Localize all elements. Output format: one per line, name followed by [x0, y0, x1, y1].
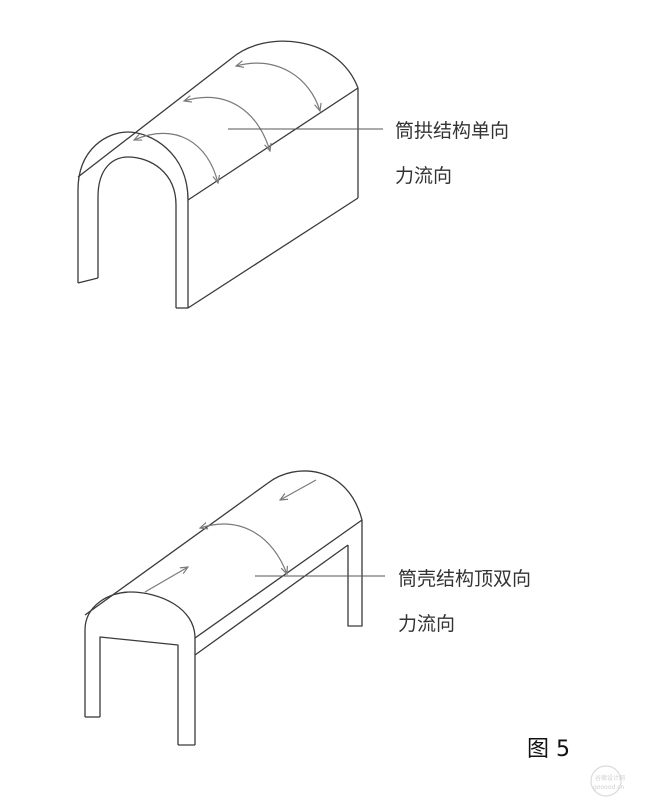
- vault-side-wall-bottom-edge: [187, 197, 359, 309]
- vault-label-line-2: 力流向: [395, 165, 452, 187]
- watermark-subtext: gooood.cn: [593, 784, 625, 791]
- barrel-shell-diagram: [84, 470, 363, 746]
- shell-label-line-2: 力流向: [398, 613, 455, 635]
- vault-force-arrow-2: [184, 97, 270, 151]
- shell-front-outer-outline: [84, 591, 196, 745]
- vault-front-inner-outline: [97, 156, 177, 308]
- barrel-vault-diagram: [77, 40, 359, 309]
- shell-label-line-1: 筒壳结构顶双向: [398, 568, 531, 590]
- shell-right-eave-lower: [194, 544, 349, 656]
- vault-label-line-1: 筒拱结构单向: [395, 120, 509, 142]
- shell-back-leg: [347, 520, 363, 627]
- vault-left-leg-bottom: [77, 277, 99, 284]
- vault-front-outer-outline: [77, 131, 189, 308]
- shell-back-arch: [267, 470, 363, 521]
- watermark-logo: 谷德设计网 gooood.cn: [590, 765, 625, 797]
- watermark-circle-icon: [590, 765, 622, 797]
- shell-left-eave: [84, 482, 269, 616]
- vault-force-arrow-3: [236, 63, 320, 111]
- vault-left-eave: [77, 57, 233, 178]
- shell-force-arrows: [144, 479, 317, 593]
- shell-right-eave: [194, 519, 363, 639]
- shell-longitudinal-arrow-front: [144, 567, 188, 593]
- watermark-text: 谷德设计网: [595, 774, 625, 782]
- figure-caption: 图 5: [527, 737, 570, 762]
- vault-force-arrows: [134, 63, 320, 183]
- shell-front-inner-outline: [99, 636, 179, 745]
- shell-longitudinal-arrow-back: [280, 479, 317, 500]
- shell-force-arc-arrow: [200, 524, 287, 574]
- vault-right-eave: [187, 87, 359, 201]
- vault-back-arch: [231, 40, 359, 89]
